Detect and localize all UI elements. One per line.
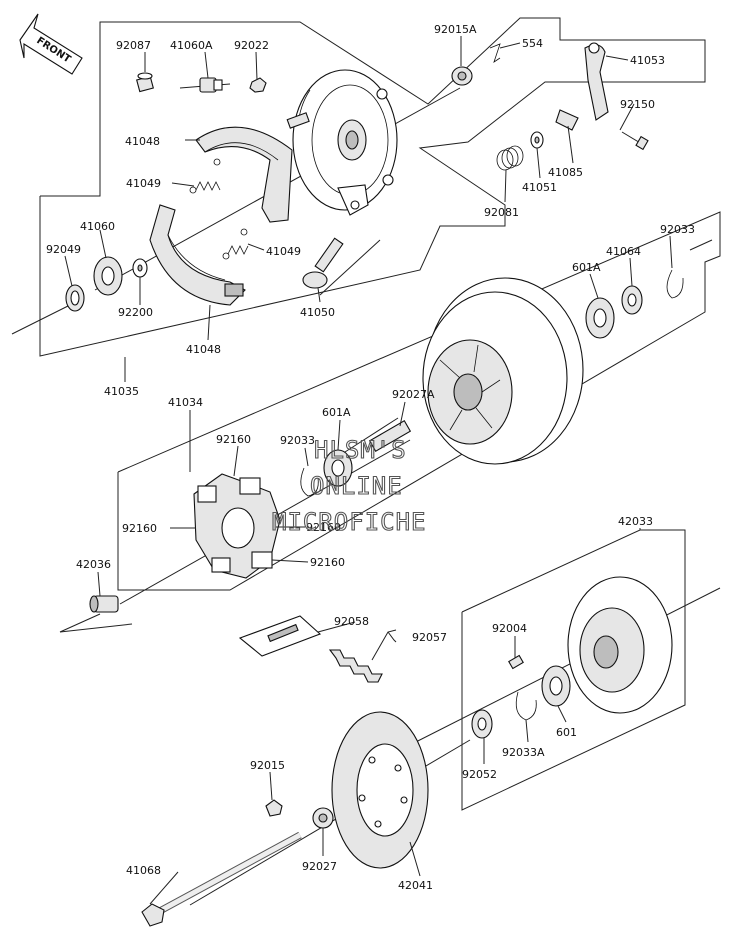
part-label: 92160 (306, 521, 341, 534)
indicator-41085 (555, 109, 579, 131)
bolt-92150 (621, 131, 649, 151)
part-label: 601 (556, 726, 577, 739)
cam-shaft-41050 (302, 237, 344, 289)
leader-lines (64, 36, 673, 905)
watermark-line-1: HLSM'S (314, 436, 407, 464)
part-label: 41053 (630, 54, 665, 67)
part-label: 92004 (492, 622, 527, 635)
part-label: 601A (322, 406, 351, 419)
bolt-92087 (136, 72, 154, 93)
part-label: 41060A (170, 39, 213, 52)
front-arrow-icon: FRONT (19, 13, 83, 75)
brake-shoe-lower-41048 (149, 204, 246, 306)
part-label: 41060 (80, 220, 115, 233)
spring-92081 (496, 145, 524, 171)
chain-92057 (328, 649, 383, 683)
part-label: 41034 (168, 396, 203, 409)
part-label: 92027A (392, 388, 435, 401)
axle-41068 (141, 831, 302, 927)
cam-41060a (179, 77, 231, 93)
part-label: 92049 (46, 243, 81, 256)
circlip-92033-upper (666, 269, 684, 299)
part-label: 92027 (302, 860, 337, 873)
part-label: 42036 (76, 558, 111, 571)
assembly-outline-41035 (39, 17, 706, 357)
part-label: 92160 (216, 433, 251, 446)
part-label: 554 (522, 37, 543, 50)
part-label: 92160 (122, 522, 157, 535)
spring-41049-upper (189, 158, 221, 194)
collar-41064 (621, 285, 643, 315)
assembly-outline-41034 (117, 211, 721, 591)
collar-42036 (89, 595, 119, 613)
part-label: 92033A (502, 746, 545, 759)
watermark-line-2: ONLINE (310, 472, 403, 500)
part-label: 92200 (118, 306, 153, 319)
part-label: 42033 (618, 515, 653, 528)
part-label: 92015A (434, 23, 477, 36)
spacer-92027a (368, 420, 412, 452)
part-labels: 92087 41060A 92022 92015A 554 41053 9215… (46, 23, 695, 892)
part-label: 42041 (398, 879, 433, 892)
brake-shoe-upper-41048 (195, 126, 293, 223)
part-label: 92033 (660, 223, 695, 236)
bolt-92004 (508, 654, 524, 670)
part-label: 92081 (484, 206, 519, 219)
part-label: 41050 (300, 306, 335, 319)
seal-92049 (65, 284, 85, 312)
part-label: 41068 (126, 864, 161, 877)
part-label: 92052 (462, 768, 497, 781)
part-label: 41048 (186, 343, 221, 356)
damper-92160 (193, 473, 281, 579)
collar-92015a (451, 66, 473, 86)
washer-92200 (132, 258, 148, 278)
pin-554 (489, 43, 501, 63)
part-label: 92058 (334, 615, 369, 628)
circlip-92033-mid (300, 467, 319, 497)
seal-92052 (471, 709, 493, 739)
part-label: 41064 (606, 245, 641, 258)
part-label: 41049 (126, 177, 161, 190)
part-label: 92015 (250, 759, 285, 772)
watermark: HLSM'S ONLINE MICROFICHE (271, 435, 427, 536)
brake-panel (286, 69, 398, 216)
part-label: 41048 (125, 135, 160, 148)
circlip-92033a (515, 691, 537, 721)
spring-41049-lower (222, 228, 249, 260)
part-label: 601A (572, 261, 601, 274)
assembly-outline-42033 (461, 529, 686, 811)
part-label: 92160 (310, 556, 345, 569)
nut-92022 (249, 77, 267, 93)
part-label: 41051 (522, 181, 557, 194)
watermark-line-3: MICROFICHE (272, 508, 427, 536)
part-label: 92057 (412, 631, 447, 644)
nut-92015 (265, 799, 283, 817)
arm-41053 (584, 42, 609, 121)
collar-92027 (312, 807, 334, 829)
bearing-601 (541, 665, 571, 707)
bearing-601a-upper (585, 297, 615, 339)
wheel-hub (422, 277, 584, 465)
part-label: 41049 (266, 245, 301, 258)
gear-41060 (93, 256, 123, 296)
washer-41051 (530, 131, 544, 149)
part-label: 92022 (234, 39, 269, 52)
part-label: 41085 (548, 166, 583, 179)
part-label: 92150 (620, 98, 655, 111)
chain-joint-92058 (238, 615, 322, 657)
part-label: 92033 (280, 434, 315, 447)
part-label: 41035 (104, 385, 139, 398)
sprocket-hub-42033 (567, 576, 673, 714)
sprocket-42041 (331, 711, 429, 869)
part-label: 92087 (116, 39, 151, 52)
